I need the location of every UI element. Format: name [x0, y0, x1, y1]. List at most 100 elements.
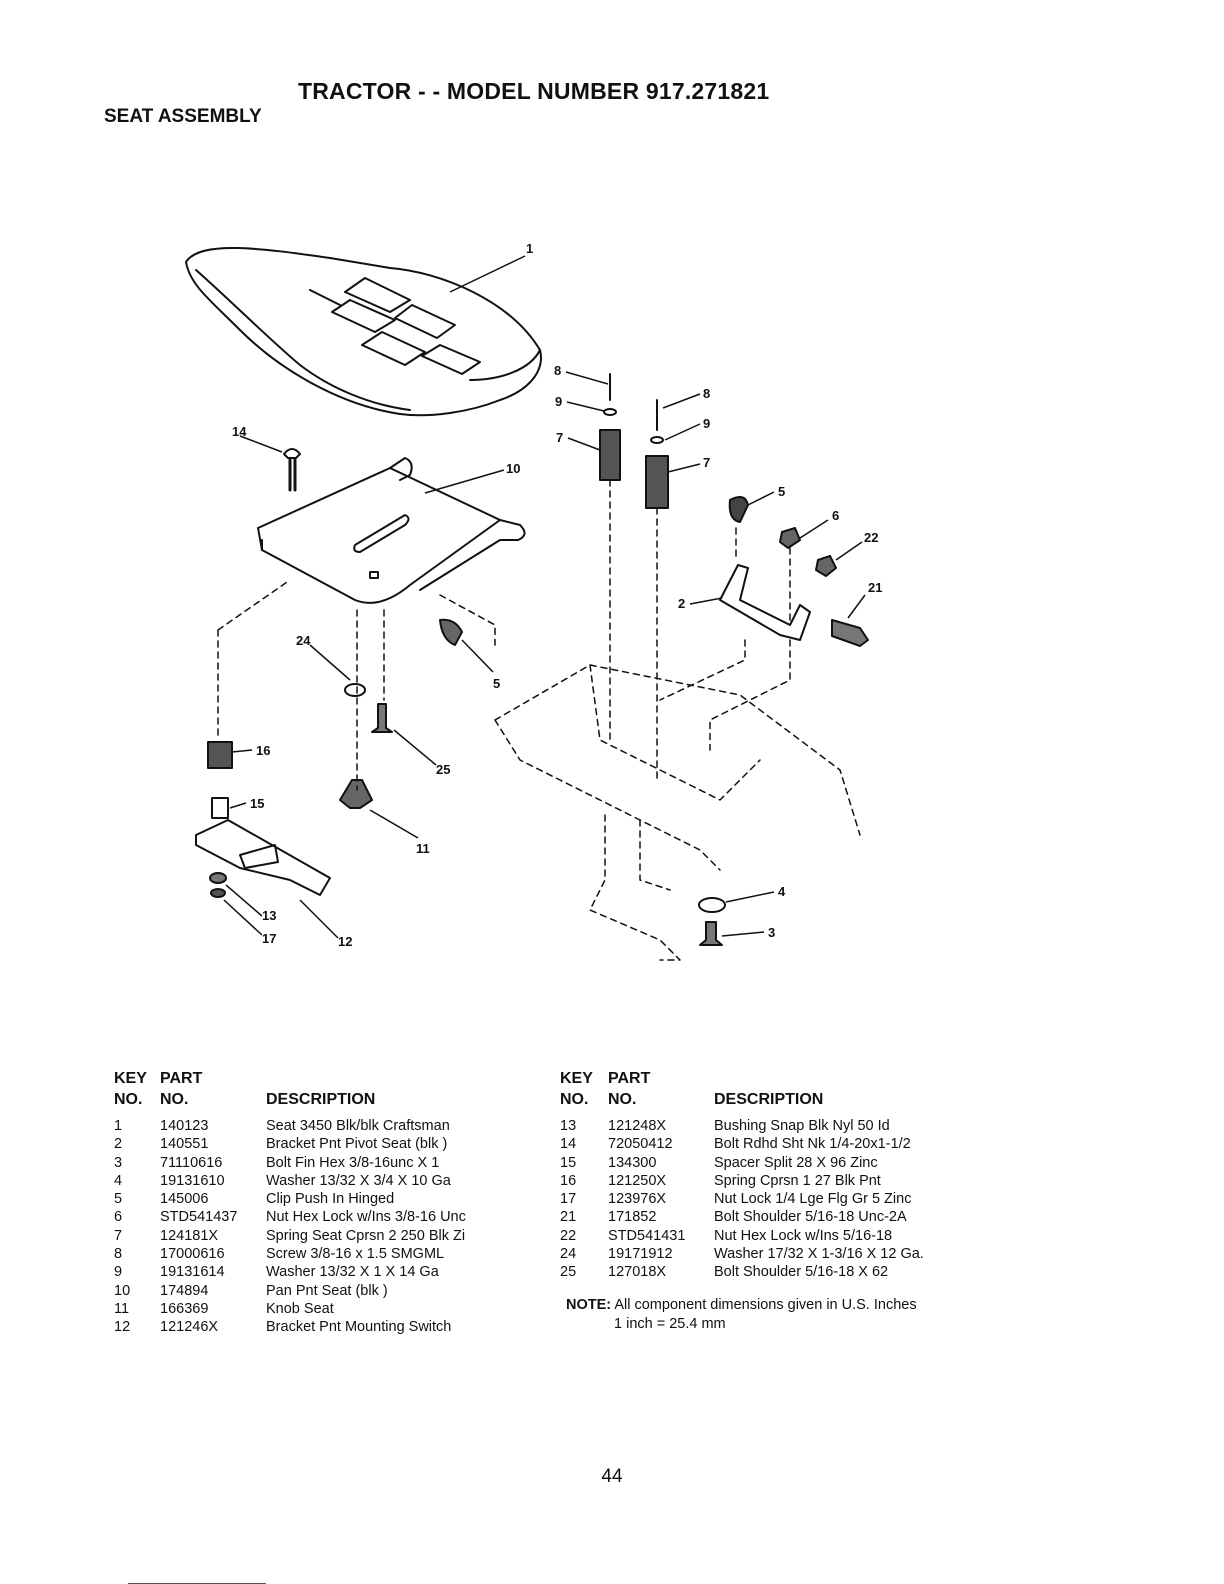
key-no: 4: [114, 1172, 123, 1189]
description: Clip Push In Hinged: [266, 1191, 395, 1208]
key-no: 25: [560, 1264, 577, 1281]
part-no: 124181X: [160, 1227, 219, 1244]
part-no: 134300: [608, 1154, 657, 1171]
washer-4: [698, 897, 726, 913]
description: Pan Pnt Seat (blk ): [266, 1282, 388, 1299]
header-no: NO.: [560, 1091, 589, 1108]
description: Bolt Rdhd Sht Nk 1/4-20x1-1/2: [714, 1136, 911, 1153]
table-row: 11 166369 Knob Seat: [114, 1300, 534, 1318]
callout-1: 1: [526, 241, 533, 256]
description: Bracket Pnt Pivot Seat (blk ): [266, 1136, 448, 1153]
table-row: 10 174894 Pan Pnt Seat (blk ): [114, 1282, 534, 1300]
callout-14: 14: [232, 424, 247, 439]
callout-17: 17: [262, 931, 276, 946]
callout-7-right: 7: [703, 455, 710, 470]
bushing-13: [209, 872, 227, 884]
callout-10: 10: [506, 461, 520, 476]
header-part: PART: [608, 1070, 651, 1087]
callout-21: 21: [868, 580, 882, 595]
part-no: 72050412: [608, 1136, 673, 1153]
key-no: 16: [560, 1172, 577, 1189]
description: Spacer Split 28 X 96 Zinc: [714, 1154, 878, 1171]
section-title: SEAT ASSEMBLY: [104, 106, 262, 127]
pivot-bracket-part: [719, 564, 811, 641]
header-part-no: NO.: [160, 1091, 189, 1108]
description: Washer 13/32 X 1 X 14 Ga: [266, 1264, 439, 1281]
part-no: 171852: [608, 1209, 657, 1226]
clip-5-upper: [728, 495, 749, 523]
table-row: 15 134300 Spacer Split 28 X 96 Zinc: [560, 1154, 1000, 1172]
callout-5-lower: 5: [493, 676, 500, 691]
callout-2: 2: [678, 596, 685, 611]
header-key: KEY: [560, 1070, 593, 1087]
page-title: TRACTOR - - MODEL NUMBER 917.271821: [298, 78, 770, 104]
part-no: 174894: [160, 1282, 209, 1299]
key-no: 10: [114, 1282, 131, 1299]
part-no: 140551: [160, 1136, 209, 1153]
key-no: 7: [114, 1227, 123, 1244]
key-no: 9: [114, 1264, 123, 1281]
washer-24: [344, 683, 366, 697]
note-conversion: 1 inch = 25.4 mm: [614, 1316, 726, 1332]
callout-13: 13: [262, 908, 276, 923]
callout-8-right: 8: [703, 386, 710, 401]
key-no: 8: [114, 1246, 123, 1263]
description: Washer 13/32 X 3/4 X 10 Ga: [266, 1172, 451, 1189]
key-no: 3: [114, 1154, 123, 1171]
description: Knob Seat: [266, 1300, 334, 1317]
left-spring-stack: [599, 373, 621, 481]
callout-16: 16: [256, 743, 270, 758]
knob-11: [339, 779, 373, 809]
nut-17: [210, 888, 226, 898]
description: Nut Hex Lock w/Ins 3/8-16 Unc: [266, 1209, 466, 1226]
callout-7-left: 7: [556, 430, 563, 445]
key-no: 5: [114, 1191, 123, 1208]
callout-15: 15: [250, 796, 264, 811]
table-row: 5 145006 Clip Push In Hinged: [114, 1190, 534, 1208]
part-no: 19131610: [160, 1172, 225, 1189]
description: Bolt Shoulder 5/16-18 Unc-2A: [714, 1209, 907, 1226]
table-row: 4 19131610 Washer 13/32 X 3/4 X 10 Ga: [114, 1172, 534, 1190]
callout-12: 12: [338, 934, 352, 949]
part-no: 19131614: [160, 1264, 225, 1281]
page-number: 44: [601, 1466, 623, 1487]
dimension-note: NOTE: All component dimensions given in …: [566, 1296, 917, 1334]
table-row: 17 123976X Nut Lock 1/4 Lge Flg Gr 5 Zinc: [560, 1190, 1000, 1208]
description: Bolt Fin Hex 3/8-16unc X 1: [266, 1154, 440, 1171]
part-no: 166369: [160, 1300, 209, 1317]
key-no: 6: [114, 1209, 123, 1226]
callout-9-left: 9: [555, 394, 562, 409]
switch-bracket-part: [195, 819, 331, 896]
key-no: 11: [114, 1300, 130, 1317]
part-no: 145006: [160, 1191, 209, 1208]
header-part: PART: [160, 1070, 203, 1087]
key-no: 15: [560, 1154, 577, 1171]
part-no: 123976X: [608, 1191, 667, 1208]
seat-assembly-diagram: 1 8 9 7 8 9 7 5 6 22 21 2 14 10 24 5 16 …: [185, 241, 882, 961]
bolt-3: [699, 921, 723, 946]
header-no: NO.: [114, 1091, 143, 1108]
nut-6: [779, 527, 801, 549]
callout-9-right: 9: [703, 416, 710, 431]
description: Bolt Shoulder 5/16-18 X 62: [714, 1264, 889, 1281]
part-no: 140123: [160, 1118, 209, 1134]
key-no: 17: [560, 1191, 577, 1208]
part-no: 127018X: [608, 1264, 667, 1281]
part-no: 19171912: [608, 1246, 673, 1263]
right-spring-stack: [645, 399, 669, 509]
description: Washer 17/32 X 1-3/16 X 12 Ga.: [714, 1246, 924, 1263]
seat-part: [185, 246, 542, 417]
description: Nut Lock 1/4 Lge Flg Gr 5 Zinc: [714, 1191, 912, 1208]
